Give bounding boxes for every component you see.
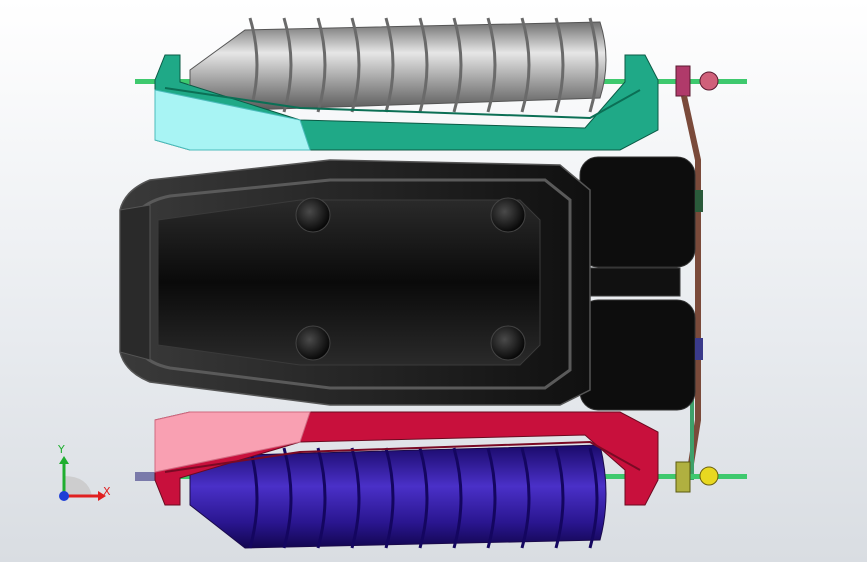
top-screw-assembly[interactable] (135, 17, 747, 151)
bottom-screw-assembly[interactable] (135, 411, 747, 549)
mount-boss-2 (490, 197, 526, 233)
motor-housing-upper[interactable] (579, 156, 696, 268)
mount-boss-3 (295, 325, 331, 361)
thread-ridge (350, 17, 361, 113)
triad-arc (64, 476, 92, 496)
thread-ridge (452, 17, 463, 113)
thread-ridge (486, 17, 497, 113)
thread-ridge (588, 447, 599, 549)
thread-ridge (248, 17, 259, 113)
body-cavity (157, 199, 541, 366)
thread-ridge (554, 447, 565, 549)
bottom-shaft-left (135, 472, 160, 481)
thread-ridge (418, 447, 429, 549)
robot-body[interactable] (119, 156, 703, 411)
lower-gear (695, 338, 703, 360)
thread-ridge (316, 17, 327, 113)
thread-ridge (520, 17, 531, 113)
thread-ridge (282, 17, 293, 113)
thread-ridge (384, 447, 395, 549)
bottom-frame-rail (164, 440, 641, 473)
bottom-screw-threads (248, 447, 599, 549)
thread-ridge (520, 447, 531, 549)
thread-ridge (282, 447, 293, 549)
mount-boss-1 (295, 197, 331, 233)
top-screw-drum[interactable] (189, 21, 607, 111)
orientation-triad[interactable]: X Y (57, 443, 111, 501)
top-pulley-hub (699, 71, 719, 91)
triad-x-arrow-icon (98, 491, 106, 501)
thread-ridge (554, 17, 565, 113)
upper-gear (695, 190, 703, 212)
mount-boss-4 (490, 325, 526, 361)
thread-ridge (588, 17, 599, 113)
motor-housing-lower[interactable] (579, 299, 696, 411)
thread-ridge (316, 447, 327, 549)
triad-x-label: X (103, 485, 111, 498)
top-frame-rail (164, 87, 641, 120)
body-nose (119, 204, 151, 361)
top-frame-highlight (154, 89, 311, 151)
bottom-pulley[interactable] (675, 461, 691, 493)
thread-ridge (486, 447, 497, 549)
triad-y-label: Y (57, 443, 65, 456)
thread-ridge (384, 17, 395, 113)
bottom-frame-highlight (154, 411, 311, 473)
triad-z-axis-icon (59, 491, 69, 501)
triad-y-arrow-icon (59, 456, 69, 464)
thread-ridge (418, 17, 429, 113)
top-screw-threads (248, 17, 599, 113)
top-pulley[interactable] (675, 65, 691, 97)
thread-ridge (452, 447, 463, 549)
thread-ridge (350, 447, 361, 549)
bottom-pulley-hub (699, 466, 719, 486)
